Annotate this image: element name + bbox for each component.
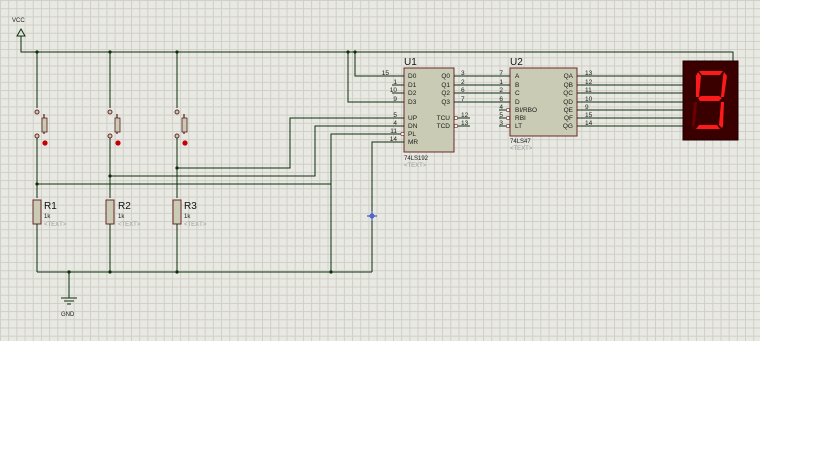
u2-left-pins: A B C D BI/RBO RBI LT 7 1 2 6 4 5 3 (499, 70, 537, 130)
u1-num-q2: 6 (461, 87, 465, 94)
schematic-sheet (0, 0, 760, 341)
u1-num-d3: 9 (393, 96, 397, 103)
u2-pin-bi-rbo: BI/RBO (515, 107, 537, 114)
u1-pin-d2: D2 (408, 90, 417, 97)
u1-num-d0: 15 (382, 70, 390, 77)
u2-num-qf: 15 (585, 112, 593, 119)
u1-pin-d1: D1 (408, 82, 417, 89)
segment-bus (588, 75, 683, 127)
u2-num-rbi: 5 (499, 112, 503, 119)
r2-ref: R2 (118, 201, 131, 212)
u2-right-pins: QA QB QC QD QE QF QG 13 12 11 10 9 15 14 (563, 70, 593, 130)
u1-pin-tcu: TCU (437, 115, 451, 122)
u1-num-d2: 10 (390, 87, 398, 94)
u2-pin-qb: QB (564, 82, 573, 89)
u2-num-qe: 9 (585, 104, 589, 111)
r1-value: 1k (44, 214, 51, 220)
u1-pin-d0: D0 (408, 73, 417, 80)
u2-num-d: 6 (499, 96, 503, 103)
segment-g (698, 96, 722, 101)
u1-pin-q0: Q0 (441, 73, 450, 80)
vcc-terminal[interactable]: VCC (12, 18, 26, 46)
ic-u1[interactable]: U1 74LS192 <TEXT> D0 D1 D2 D3 UP DN PL M… (382, 57, 474, 169)
segment-a (699, 71, 723, 75)
u1-num-q1: 2 (461, 79, 465, 86)
segment-e (692, 102, 697, 128)
u1-num-pl: 11 (390, 128, 397, 135)
segment-f (696, 72, 701, 97)
r1-text: <TEXT> (44, 222, 67, 228)
u2-pin-qa: QA (564, 73, 574, 80)
u1-pin-q1: Q1 (441, 82, 450, 89)
u2-pin-d: D (515, 99, 520, 106)
gnd-label: GND (61, 312, 75, 318)
resistor-r3[interactable]: R3 1k <TEXT> (172, 199, 207, 272)
u2-num-qd: 10 (585, 96, 593, 103)
u2-pin-qf: QF (564, 115, 573, 122)
u2-num-qb: 12 (585, 79, 593, 86)
u1-pin-mr: MR (408, 139, 418, 146)
resistor-r1[interactable]: R1 1k <TEXT> (32, 199, 67, 272)
u1-num-tcd: 13 (461, 120, 469, 127)
u1-pin-dn: DN (408, 123, 418, 130)
u2-pin-a: A (515, 73, 520, 80)
u2-pin-qc: QC (563, 90, 573, 97)
u2-num-qg: 14 (585, 120, 593, 127)
push-button-1[interactable] (34, 109, 48, 146)
u2-num-bi-rbo: 4 (499, 104, 503, 111)
r3-value: 1k (184, 214, 191, 220)
u2-pin-qd: QD (563, 99, 573, 106)
u2-text: <TEXT> (510, 146, 533, 152)
vcc-label: VCC (12, 18, 25, 24)
resistor-r2[interactable]: R2 1k <TEXT> (105, 199, 141, 272)
u1-num-up: 5 (393, 112, 397, 119)
u1-pin-up: UP (408, 115, 417, 122)
segment-b (721, 72, 727, 97)
u2-num-lt: 3 (499, 120, 503, 127)
u2-num-qc: 11 (585, 87, 592, 94)
u1-pin-pl: PL (408, 131, 416, 138)
r2-value: 1k (118, 214, 125, 220)
u2-pin-qe: QE (564, 107, 574, 114)
u1-pin-q3: Q3 (441, 99, 450, 106)
r3-ref: R3 (184, 201, 197, 212)
r2-text: <TEXT> (118, 222, 141, 228)
segment-d (696, 125, 720, 129)
u1-num-mr: 14 (390, 136, 398, 143)
u1-pin-q2: Q2 (441, 90, 450, 97)
u1-num-tcu: 12 (461, 112, 469, 119)
u1-left-pins: D0 D1 D2 D3 UP DN PL MR 15 1 10 9 5 4 11… (382, 70, 419, 146)
u2-pin-lt: LT (515, 123, 522, 130)
ic-u2[interactable]: U2 74LS47 <TEXT> A B C D BI/RBO RBI LT 7… (499, 57, 593, 152)
u1-part: 74LS192 (404, 156, 429, 162)
u1-text: <TEXT> (404, 163, 427, 169)
u1-num-q0: 3 (461, 70, 465, 77)
u1-right-pins: Q0 Q1 Q2 Q3 TCU TCD 3 2 6 7 12 13 (437, 70, 474, 130)
u2-num-c: 2 (499, 87, 503, 94)
seven-segment-display[interactable] (682, 60, 739, 141)
u2-part: 74LS47 (510, 139, 531, 145)
probe-marker[interactable] (367, 211, 377, 221)
r1-ref: R1 (44, 201, 57, 212)
u2-pin-rbi: RBI (515, 115, 526, 122)
gnd-terminal[interactable]: GND (61, 272, 77, 318)
u1-num-d1: 1 (393, 79, 397, 86)
r3-text: <TEXT> (184, 222, 207, 228)
u1-num-q3: 7 (461, 96, 465, 103)
u1-pin-d3: D3 (408, 99, 417, 106)
segment-c (719, 102, 724, 128)
u2-num-qa: 13 (585, 70, 593, 77)
u2-pin-qg: QG (563, 123, 573, 130)
u1-ref: U1 (404, 57, 417, 68)
u2-pin-c: C (515, 90, 520, 97)
push-button-3[interactable] (174, 109, 188, 146)
u2-num-a: 7 (499, 70, 503, 77)
u2-ref: U2 (510, 57, 523, 68)
u1-num-dn: 4 (393, 120, 397, 127)
u2-pin-b: B (515, 82, 519, 89)
u2-num-b: 1 (499, 79, 503, 86)
u1-pin-tcd: TCD (437, 123, 451, 130)
